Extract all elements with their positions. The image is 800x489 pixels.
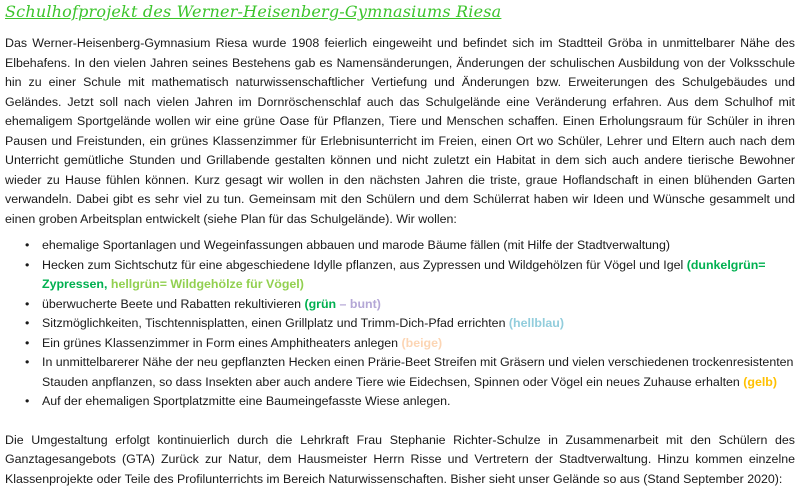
page-title: Schulhofprojekt des Werner-Heisenberg-Gy… bbox=[5, 0, 795, 23]
bullet-icon: • bbox=[25, 353, 29, 373]
intro-paragraph: Das Werner-Heisenberg-Gymnasium Riesa wu… bbox=[5, 34, 795, 229]
bullet-icon: • bbox=[25, 236, 29, 256]
list-item: • In unmittelbarerer Nähe der neu gepflan… bbox=[5, 353, 795, 392]
color-tag-gelb: (gelb) bbox=[743, 375, 777, 389]
list-item: • überwucherte Beete und Rabatten rekulti… bbox=[5, 295, 795, 315]
item-text: Auf der ehemaligen Sportplatzmitte eine … bbox=[42, 394, 450, 408]
bullet-icon: • bbox=[25, 334, 29, 354]
item-text: überwucherte Beete und Rabatten rekultiv… bbox=[42, 297, 304, 311]
color-tag-hellblau: (hellblau) bbox=[509, 316, 564, 330]
list-item: • Sitzmöglichkeiten, Tischtennisplatten, … bbox=[5, 314, 795, 334]
bullet-icon: • bbox=[25, 295, 29, 315]
item-text: ehemalige Sportanlagen und Wegeinfassung… bbox=[42, 238, 670, 252]
item-text: Sitzmöglichkeiten, Tischtennisplatten, e… bbox=[42, 316, 509, 330]
list-item: • Ein grünes Klassenzimmer in Form eines … bbox=[5, 334, 795, 354]
list-item: • ehemalige Sportanlagen und Wegeinfassun… bbox=[5, 236, 795, 256]
color-tag-gruen: (grün bbox=[304, 297, 339, 311]
color-tag-bunt: – bunt) bbox=[340, 297, 381, 311]
bullet-icon: • bbox=[25, 314, 29, 334]
list-item: • Auf der ehemaligen Sportplatzmitte eine… bbox=[5, 392, 795, 412]
outro-paragraph: Die Umgestaltung erfolgt kontinuierlich … bbox=[5, 431, 795, 489]
item-text: Ein grünes Klassenzimmer in Form eines A… bbox=[42, 336, 402, 350]
color-tag-beige: (beige) bbox=[402, 336, 443, 350]
color-tag-hellgruen: hellgrün= Wildgehölze für Vögel) bbox=[111, 277, 304, 291]
item-text: Hecken zum Sichtschutz für eine abgeschi… bbox=[42, 258, 687, 272]
bullet-icon: • bbox=[25, 392, 29, 412]
plan-list: • ehemalige Sportanlagen und Wegeinfassun… bbox=[5, 236, 795, 412]
bullet-icon: • bbox=[25, 256, 29, 276]
item-text: In unmittelbarerer Nähe der neu gepflanz… bbox=[42, 355, 793, 389]
list-item: • Hecken zum Sichtschutz für eine abgesch… bbox=[5, 256, 795, 295]
